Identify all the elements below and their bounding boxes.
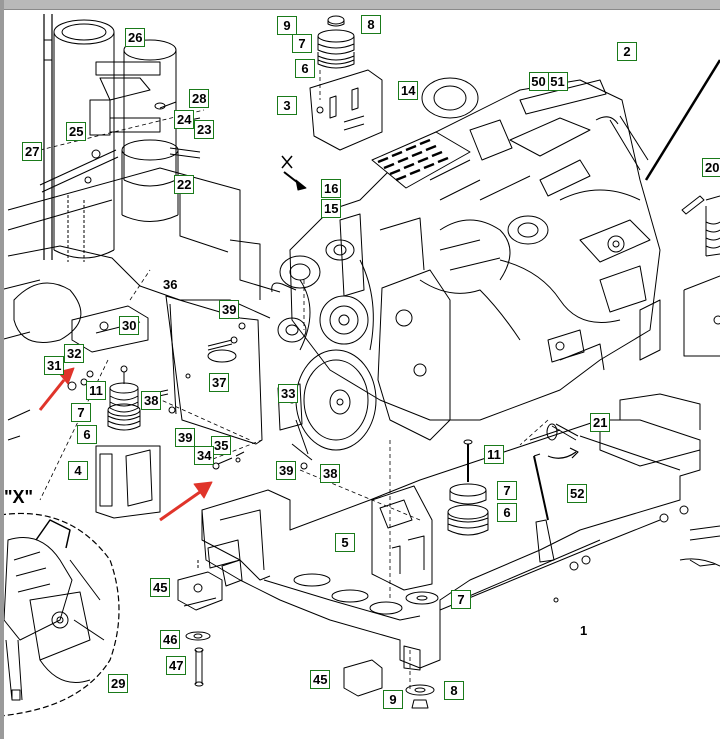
lower-buffer-stop [343, 659, 435, 709]
mount-bracket-5 [371, 485, 433, 591]
callout-30[interactable]: 30 [119, 316, 140, 335]
callout-6-left[interactable]: 6 [77, 425, 97, 444]
fuel-filter-assembly [39, 14, 201, 262]
callout-5[interactable]: 5 [335, 533, 355, 552]
callout-21[interactable]: 21 [590, 413, 611, 432]
callout-47[interactable]: 47 [166, 656, 187, 675]
callout-38-lower[interactable]: 38 [320, 464, 341, 483]
rotation-arrow [547, 451, 577, 459]
callout-37[interactable]: 37 [209, 373, 230, 392]
callout-46[interactable]: 46 [160, 630, 181, 649]
engine-subframe [201, 393, 720, 671]
callout-7-bottom[interactable]: 7 [451, 590, 471, 609]
callout-31[interactable]: 31 [44, 356, 65, 375]
callout-34[interactable]: 34 [194, 446, 215, 465]
viewer-top-frame [0, 0, 720, 10]
callout-52[interactable]: 52 [567, 484, 588, 503]
view-x-arrow [281, 155, 307, 191]
callout-6-right[interactable]: 6 [497, 503, 517, 522]
callout-7-top[interactable]: 7 [292, 34, 312, 53]
callout-8-top[interactable]: 8 [361, 15, 381, 34]
callout-24[interactable]: 24 [174, 110, 195, 129]
callout-9-top[interactable]: 9 [277, 16, 297, 35]
engine-front-pulleys [271, 239, 451, 451]
left-mounting-parts [67, 305, 176, 519]
callout-50[interactable]: 50 [528, 72, 549, 91]
callout-7-right[interactable]: 7 [497, 481, 517, 500]
red-arrow-upper-icon [38, 379, 66, 411]
right-engine-mount [405, 439, 489, 605]
right-partial-mount [681, 195, 720, 357]
callout-25[interactable]: 25 [66, 122, 87, 141]
callout-38-upper[interactable]: 38 [141, 391, 162, 410]
callout-6-top[interactable]: 6 [295, 59, 315, 78]
cover-panel [165, 295, 263, 445]
red-arrow-lower-icon [159, 490, 201, 522]
callout-51[interactable]: 51 [547, 72, 568, 91]
callout-39-upper[interactable]: 39 [219, 300, 240, 319]
callout-4[interactable]: 4 [68, 461, 88, 480]
callout-3[interactable]: 3 [277, 96, 297, 115]
callout-33[interactable]: 33 [278, 384, 299, 403]
callout-27[interactable]: 27 [22, 142, 43, 161]
detail-view-x [0, 512, 120, 717]
buffer-stop-assembly [177, 560, 223, 687]
callout-2[interactable]: 2 [617, 42, 637, 61]
callout-45-bottom[interactable]: 45 [310, 670, 331, 689]
callout-15[interactable]: 15 [321, 199, 342, 218]
top-engine-mount [309, 15, 383, 151]
callout-35[interactable]: 35 [211, 436, 232, 455]
callout-20[interactable]: 20 [702, 158, 720, 177]
label-36[interactable]: 36 [163, 277, 178, 292]
gas-strut [533, 423, 579, 563]
callout-28[interactable]: 28 [189, 89, 210, 108]
engine-block [289, 77, 661, 421]
callout-23[interactable]: 23 [194, 120, 215, 139]
callout-32[interactable]: 32 [64, 344, 85, 363]
callout-39-middle[interactable]: 39 [175, 428, 196, 447]
callout-14[interactable]: 14 [398, 81, 419, 100]
callout-16[interactable]: 16 [321, 179, 342, 198]
callout-29[interactable]: 29 [108, 674, 129, 693]
callout-11-right[interactable]: 11 [484, 445, 504, 464]
callout-8-bottom[interactable]: 8 [444, 681, 464, 700]
label-1[interactable]: 1 [580, 623, 588, 638]
detail-view-label: "X" [4, 487, 34, 507]
callout-39-lower[interactable]: 39 [276, 461, 297, 480]
callout-9-bottom[interactable]: 9 [383, 690, 403, 709]
viewer-left-frame [0, 0, 4, 739]
callout-26[interactable]: 26 [125, 28, 146, 47]
red-indicator-arrows [38, 367, 213, 522]
callout-45-left[interactable]: 45 [150, 578, 171, 597]
callout-11-left[interactable]: 11 [86, 381, 106, 400]
callout-22[interactable]: 22 [174, 175, 195, 194]
callout-7-left[interactable]: 7 [71, 403, 91, 422]
